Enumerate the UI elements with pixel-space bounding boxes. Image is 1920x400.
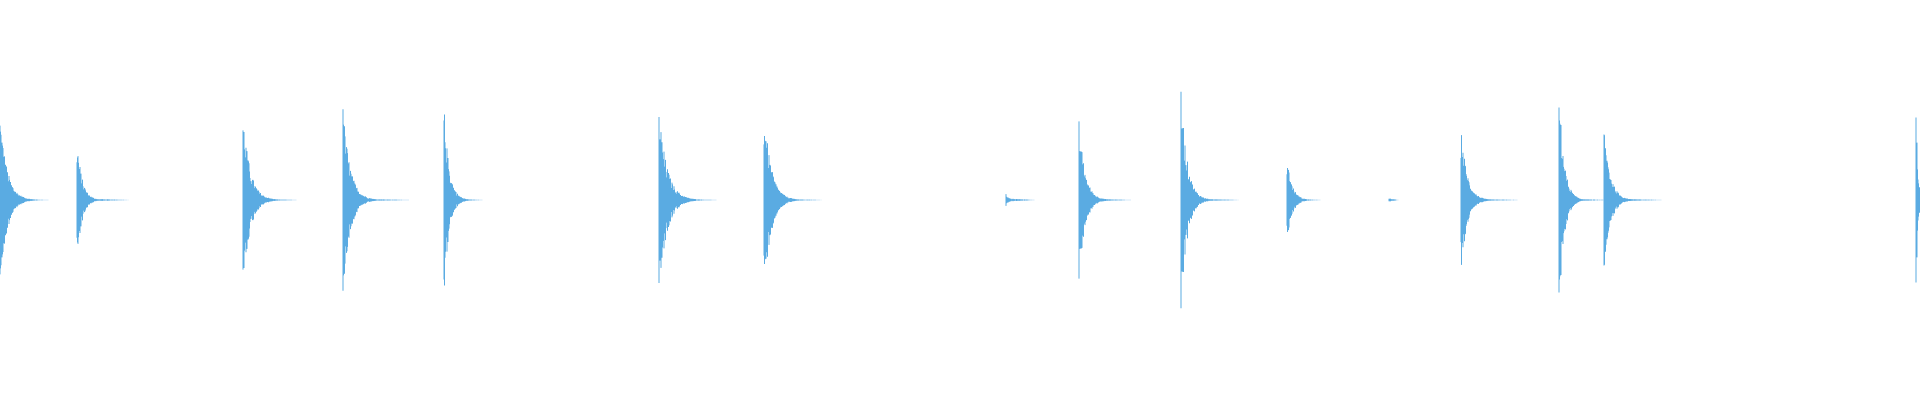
waveform-transient-13 [1460,135,1521,265]
waveform-transient-3 [242,130,300,270]
waveform-transient-15 [1603,134,1664,266]
waveform-layer [0,91,1920,309]
waveform-transient-4 [342,109,413,291]
waveform-transient-9 [1078,121,1135,279]
waveform-transient-1 [0,125,49,275]
waveform-transient-5 [443,114,485,286]
waveform-transient-10 [1180,91,1241,309]
waveform-transient-2 [76,156,132,244]
waveform-transient-8 [1005,194,1036,206]
waveform-transient-14 [1558,107,1609,293]
waveform-transient-6 [658,117,720,283]
waveform-transient-7 [763,135,825,265]
waveform-transient-11 [1286,168,1323,232]
waveform-transient-16 [1915,117,1920,283]
waveform-transient-12 [1388,198,1400,202]
